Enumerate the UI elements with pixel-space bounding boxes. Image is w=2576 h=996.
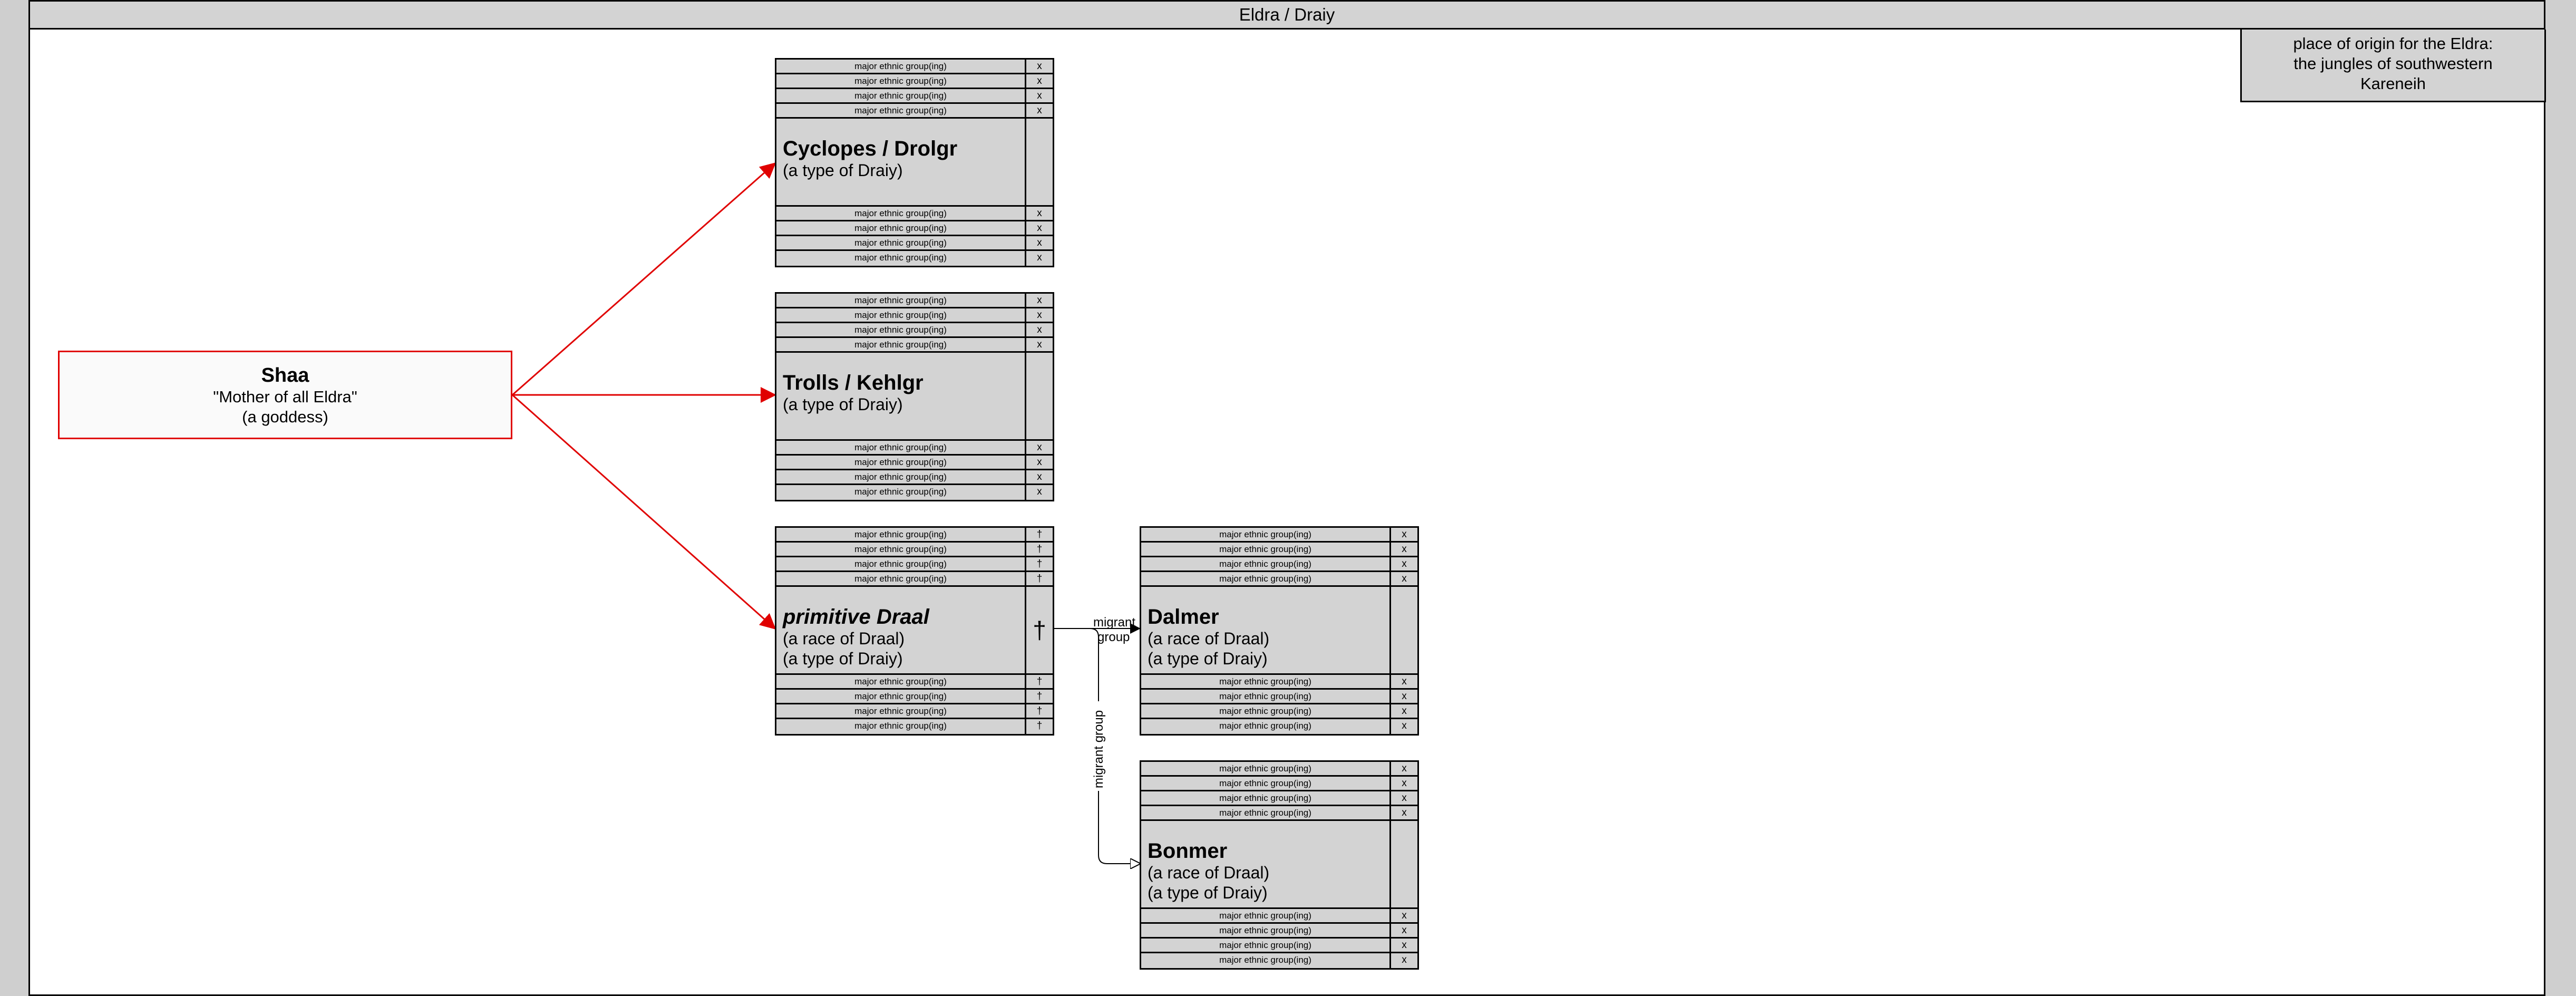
node-primitive-draal[interactable]: major ethnic group(ing)† major ethnic gr…	[775, 526, 1054, 736]
ethnic-group-row[interactable]: major ethnic group(ing)x	[776, 221, 1053, 236]
origin-note-line-2: the jungles of southwestern	[2293, 54, 2493, 73]
ethnic-group-row[interactable]: major ethnic group(ing)x	[776, 441, 1053, 456]
node-trolls-sub: (a type of Draiy)	[783, 395, 903, 414]
ethnic-group-row[interactable]: major ethnic group(ing)†	[776, 675, 1053, 690]
node-trolls[interactable]: major ethnic group(ing)x major ethnic gr…	[775, 292, 1054, 501]
ethnic-group-row[interactable]: major ethnic group(ing)†	[776, 704, 1053, 719]
ethnic-group-row[interactable]: major ethnic group(ing)x	[776, 207, 1053, 221]
node-primitive-draal-name: primitive Draal	[783, 605, 929, 628]
origin-note-line-1: place of origin for the Eldra:	[2293, 34, 2493, 53]
edge-shaa-cyclopes	[512, 162, 776, 396]
ethnic-group-row[interactable]: major ethnic group(ing)x	[1141, 719, 1417, 734]
ethnic-group-row[interactable]: major ethnic group(ing)x	[776, 104, 1053, 119]
node-dalmer-sub-2: (a type of Draiy)	[1148, 649, 1268, 668]
node-bonmer-sub-2: (a type of Draiy)	[1148, 883, 1268, 902]
ethnic-group-row[interactable]: major ethnic group(ing)x	[776, 60, 1053, 74]
node-cyclopes-name: Cyclopes / Drolgr	[783, 137, 958, 160]
node-cyclopes-sub: (a type of Draiy)	[783, 161, 903, 180]
node-shaa-epithet: "Mother of all Eldra"	[213, 388, 357, 406]
ethnic-group-row[interactable]: major ethnic group(ing)x	[776, 323, 1053, 338]
ethnic-group-row[interactable]: major ethnic group(ing)x	[1141, 939, 1417, 953]
node-bonmer-name: Bonmer	[1148, 839, 1228, 863]
ethnic-group-row[interactable]: major ethnic group(ing)x	[1141, 528, 1417, 543]
ethnic-group-row[interactable]: major ethnic group(ing)†	[776, 543, 1053, 557]
ethnic-group-row[interactable]: major ethnic group(ing)x	[1141, 557, 1417, 572]
ethnic-group-row[interactable]: major ethnic group(ing)x	[1141, 791, 1417, 806]
node-shaa-type: (a goddess)	[242, 408, 328, 426]
ethnic-group-row[interactable]: major ethnic group(ing)x	[776, 456, 1053, 470]
ethnic-group-row[interactable]: major ethnic group(ing)x	[1141, 762, 1417, 777]
origin-note-line-3: Kareneih	[2360, 74, 2426, 93]
ethnic-group-row[interactable]: major ethnic group(ing)x	[1141, 806, 1417, 821]
ethnic-group-row[interactable]: major ethnic group(ing)x	[776, 74, 1053, 89]
ethnic-group-row[interactable]: major ethnic group(ing)†	[776, 572, 1053, 587]
node-trolls-main: Trolls / Kehlgr (a type of Draiy)	[776, 353, 1053, 441]
node-dalmer[interactable]: major ethnic group(ing)x major ethnic gr…	[1140, 526, 1419, 736]
node-trolls-name: Trolls / Kehlgr	[783, 371, 924, 394]
ethnic-group-row[interactable]: major ethnic group(ing)x	[1141, 704, 1417, 719]
ethnic-group-row[interactable]: major ethnic group(ing)†	[776, 690, 1053, 704]
ethnic-group-row[interactable]: major ethnic group(ing)x	[776, 89, 1053, 104]
ethnic-group-row[interactable]: major ethnic group(ing)x	[1141, 777, 1417, 791]
node-primitive-draal-sub-2: (a type of Draiy)	[783, 649, 903, 668]
node-cyclopes-main: Cyclopes / Drolgr (a type of Draiy)	[776, 119, 1053, 207]
ethnic-group-row[interactable]: major ethnic group(ing)†	[776, 557, 1053, 572]
ethnic-group-row[interactable]: major ethnic group(ing)†	[776, 719, 1053, 734]
origin-note: place of origin for the Eldra: the jungl…	[2240, 30, 2546, 102]
ethnic-group-row[interactable]: major ethnic group(ing)†	[776, 528, 1053, 543]
ethnic-group-row[interactable]: major ethnic group(ing)x	[776, 236, 1053, 251]
node-cyclopes[interactable]: major ethnic group(ing)x major ethnic gr…	[775, 58, 1054, 267]
ethnic-group-row[interactable]: major ethnic group(ing)x	[776, 308, 1053, 323]
edge-shaa-primitive-draal	[512, 394, 776, 630]
ethnic-group-row[interactable]: major ethnic group(ing)x	[1141, 909, 1417, 924]
edge-label-group: group	[1097, 630, 1130, 644]
edge-label-migrant-group: migrant group	[1092, 710, 1106, 788]
node-dalmer-main: Dalmer (a race of Draal) (a type of Drai…	[1141, 587, 1417, 675]
node-bonmer-sub-1: (a race of Draal)	[1148, 863, 1270, 882]
node-bonmer-main: Bonmer (a race of Draal) (a type of Drai…	[1141, 821, 1417, 909]
ethnic-group-row[interactable]: major ethnic group(ing)x	[776, 251, 1053, 266]
ethnic-group-row[interactable]: major ethnic group(ing)x	[1141, 690, 1417, 704]
node-bonmer[interactable]: major ethnic group(ing)x major ethnic gr…	[1140, 760, 1419, 970]
ethnic-group-row[interactable]: major ethnic group(ing)x	[776, 470, 1053, 485]
node-primitive-draal-sub-1: (a race of Draal)	[783, 629, 905, 648]
ethnic-group-row[interactable]: major ethnic group(ing)x	[1141, 924, 1417, 939]
node-shaa-name: Shaa	[261, 364, 309, 386]
ethnic-group-row[interactable]: major ethnic group(ing)x	[1141, 543, 1417, 557]
dagger-icon: †	[1033, 616, 1046, 644]
ethnic-group-row[interactable]: major ethnic group(ing)x	[1141, 675, 1417, 690]
node-dalmer-name: Dalmer	[1148, 605, 1219, 628]
node-dalmer-sub-1: (a race of Draal)	[1148, 629, 1270, 648]
ethnic-group-row[interactable]: major ethnic group(ing)x	[776, 338, 1053, 353]
edge-label-migrant: migrant	[1093, 615, 1135, 630]
node-shaa[interactable]: Shaa "Mother of all Eldra" (a goddess)	[58, 351, 512, 439]
node-primitive-draal-main: primitive Draal (a race of Draal) (a typ…	[776, 587, 1053, 675]
ethnic-group-row[interactable]: major ethnic group(ing)x	[776, 485, 1053, 500]
ethnic-group-row[interactable]: major ethnic group(ing)x	[1141, 572, 1417, 587]
ethnic-group-row[interactable]: major ethnic group(ing)x	[1141, 953, 1417, 968]
ethnic-group-row[interactable]: major ethnic group(ing)x	[776, 294, 1053, 308]
diagram-title: Eldra / Draiy	[28, 0, 2545, 30]
